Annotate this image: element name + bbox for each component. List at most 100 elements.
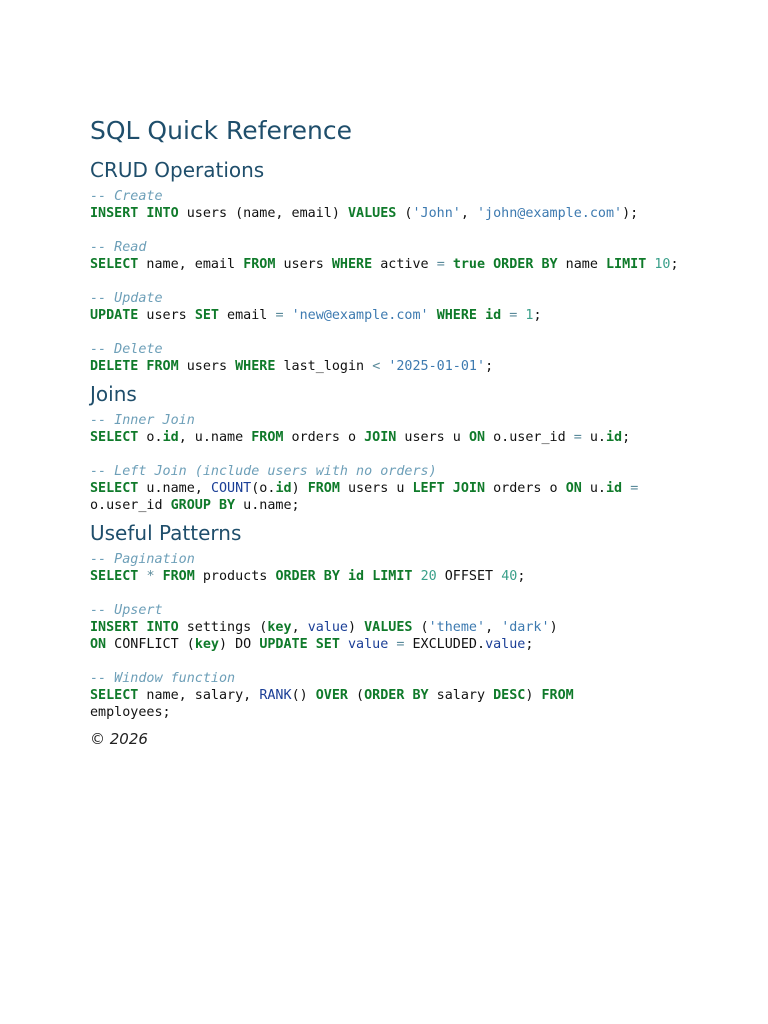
sql-number: 20 — [420, 569, 437, 584]
sql-keyword: SELECT — [90, 481, 139, 496]
code-block-crud: -- Create INSERT INTO users (name, email… — [90, 188, 730, 375]
sql-keyword: WHERE — [436, 308, 477, 323]
code-text: EXCLUDED. — [404, 637, 486, 652]
sql-keyword: SET — [194, 308, 219, 323]
code-text: ( — [396, 206, 413, 221]
sql-keyword: UPDATE — [90, 308, 139, 323]
code-text: , u.name — [178, 430, 252, 445]
code-snippet-delete: -- Delete DELETE FROM users WHERE last_l… — [90, 341, 730, 375]
code-text: users (name, email) — [178, 206, 348, 221]
code-text: ; — [533, 308, 542, 323]
code-snippet-window-function: -- Window function SELECT name, salary, … — [90, 670, 730, 721]
code-text: ) DO — [219, 637, 260, 652]
code-snippet-pagination: -- Pagination SELECT * FROM products ORD… — [90, 551, 730, 585]
sql-keyword: ORDER BY — [275, 569, 340, 584]
code-comment: -- Update — [90, 291, 163, 306]
sql-string: 'john@example.com' — [477, 206, 623, 221]
sql-keyword: FROM — [251, 430, 284, 445]
code-text: last_login — [275, 359, 373, 374]
code-comment: -- Window function — [90, 671, 236, 686]
sql-string: 'theme' — [428, 620, 486, 635]
code-block-patterns: -- Pagination SELECT * FROM products ORD… — [90, 551, 730, 721]
code-text: ) — [525, 688, 542, 703]
sql-keyword: FROM — [541, 688, 574, 703]
sql-keyword: LIMIT — [606, 257, 647, 272]
sql-string: '2025-01-01' — [388, 359, 486, 374]
code-text — [477, 308, 485, 323]
code-text: (o. — [251, 481, 276, 496]
sql-keyword: SELECT — [90, 569, 139, 584]
sql-keyword: SELECT — [90, 257, 139, 272]
code-text — [284, 308, 292, 323]
sql-keyword: JOIN — [364, 430, 397, 445]
code-text: users u — [396, 430, 469, 445]
sql-keyword: id — [485, 308, 502, 323]
code-comment: -- Upsert — [90, 603, 163, 618]
sql-operator: = — [630, 481, 639, 496]
sql-function: RANK — [259, 688, 292, 703]
sql-keyword: id — [606, 430, 623, 445]
sql-operator: = — [509, 308, 518, 323]
sql-keyword: key — [194, 637, 219, 652]
code-text: email — [219, 308, 276, 323]
code-text: ( — [412, 620, 429, 635]
sql-keyword: INSERT INTO — [90, 206, 179, 221]
sql-keyword: FROM — [307, 481, 340, 496]
sql-operator: = — [396, 637, 405, 652]
copyright-footer: © 2026 — [90, 730, 148, 748]
code-text: o.user_id — [485, 430, 574, 445]
code-text — [429, 308, 437, 323]
code-text: ; — [670, 257, 679, 272]
code-text: users — [275, 257, 332, 272]
code-text: settings ( — [178, 620, 268, 635]
sql-operator: = — [275, 308, 284, 323]
code-text: OFFSET — [436, 569, 502, 584]
sql-operator: * — [146, 569, 155, 584]
code-text: salary — [428, 688, 494, 703]
code-text: o. — [138, 430, 163, 445]
code-comment: -- Delete — [90, 342, 163, 357]
code-comment: -- Read — [90, 240, 147, 255]
code-text: users u — [339, 481, 413, 496]
code-snippet-read: -- Read SELECT name, email FROM users WH… — [90, 239, 730, 273]
code-text: orders o — [283, 430, 365, 445]
code-comment: -- Left Join (include users with no orde… — [90, 464, 437, 479]
code-text: ) — [549, 620, 558, 635]
code-text: ; — [485, 359, 494, 374]
code-text: u.name, — [138, 481, 211, 496]
sql-keyword: ON — [565, 481, 582, 496]
sql-keyword: SET — [315, 637, 340, 652]
code-text: ; — [622, 430, 631, 445]
page-title: SQL Quick Reference — [90, 116, 352, 145]
sql-keyword: ORDER BY — [364, 688, 429, 703]
section-heading-joins: Joins — [90, 382, 137, 406]
code-text — [485, 257, 493, 272]
code-block-joins: -- Inner Join SELECT o.id, u.name FROM o… — [90, 412, 730, 514]
code-text — [622, 481, 630, 496]
sql-keyword: id — [275, 481, 292, 496]
code-text: , — [485, 620, 502, 635]
sql-operator: = — [436, 257, 445, 272]
sql-keyword: WHERE — [235, 359, 276, 374]
code-text: , — [460, 206, 477, 221]
code-comment: -- Create — [90, 189, 163, 204]
section-heading-crud: CRUD Operations — [90, 158, 265, 182]
code-text: () — [291, 688, 316, 703]
sql-keyword: DESC — [493, 688, 526, 703]
code-snippet-inner-join: -- Inner Join SELECT o.id, u.name FROM o… — [90, 412, 730, 446]
code-text — [155, 569, 163, 584]
code-text: u. — [581, 430, 606, 445]
code-text — [340, 569, 348, 584]
code-text: name, salary, — [138, 688, 260, 703]
code-text: CONFLICT ( — [106, 637, 195, 652]
sql-number: 1 — [525, 308, 534, 323]
sql-keyword: UPDATE — [259, 637, 308, 652]
sql-function: COUNT — [210, 481, 252, 496]
sql-keyword: DELETE FROM — [90, 359, 179, 374]
sql-function: value — [348, 637, 389, 652]
code-text: products — [194, 569, 276, 584]
sql-keyword: LEFT JOIN — [412, 481, 486, 496]
sql-keyword: id — [348, 569, 365, 584]
section-heading-patterns: Useful Patterns — [90, 521, 242, 545]
code-text: name — [557, 257, 606, 272]
